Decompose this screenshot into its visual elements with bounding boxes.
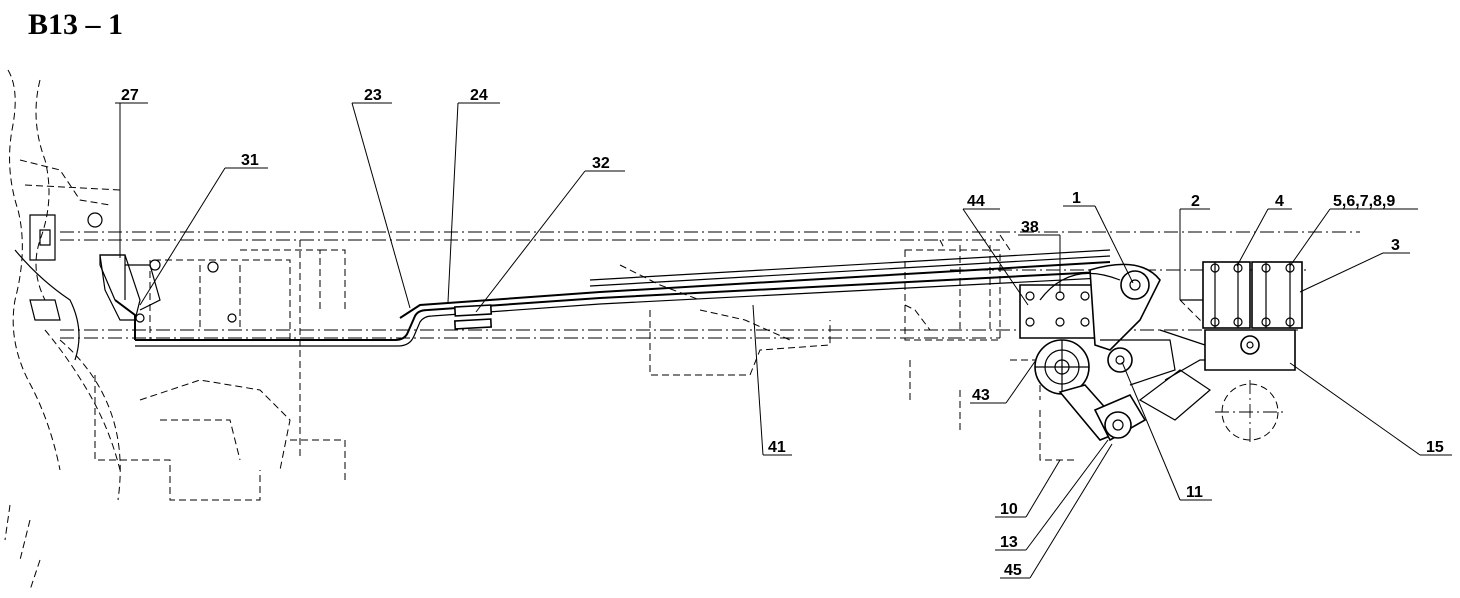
callout-41: 41 <box>768 439 786 456</box>
callout-10: 10 <box>1000 501 1018 518</box>
callout-15: 15 <box>1426 439 1444 456</box>
callout-2: 2 <box>1191 193 1200 210</box>
steering-tube-assembly <box>99 249 1141 347</box>
callout-43: 43 <box>972 387 990 404</box>
chassis-outline <box>619 234 1290 461</box>
callout-44: 44 <box>967 193 985 210</box>
callout-24: 24 <box>470 87 488 104</box>
callout-1: 1 <box>1072 190 1081 207</box>
callout-13: 13 <box>1000 534 1018 551</box>
callout-23: 23 <box>364 87 382 104</box>
callout-32: 32 <box>592 155 610 172</box>
callout-3: 3 <box>1391 237 1400 254</box>
callout-4: 4 <box>1275 193 1284 210</box>
callout-5-6-7-8-9: 5,6,7,8,9 <box>1333 193 1395 210</box>
cab-frame-outline <box>4 69 346 591</box>
callout-27: 27 <box>121 87 139 104</box>
left-bracket-assembly <box>99 254 237 323</box>
right-mechanism-assembly <box>1019 261 1303 442</box>
callout-labels: 27 31 23 24 32 44 38 1 2 4 5,6,7,8,9 3 4… <box>121 87 1444 579</box>
callout-38: 38 <box>1021 219 1039 236</box>
callout-11: 11 <box>1186 484 1203 501</box>
callout-31: 31 <box>241 152 259 169</box>
drawing-title: B13 – 1 <box>28 8 123 41</box>
callout-leaders <box>115 102 1452 579</box>
callout-45: 45 <box>1004 562 1022 579</box>
